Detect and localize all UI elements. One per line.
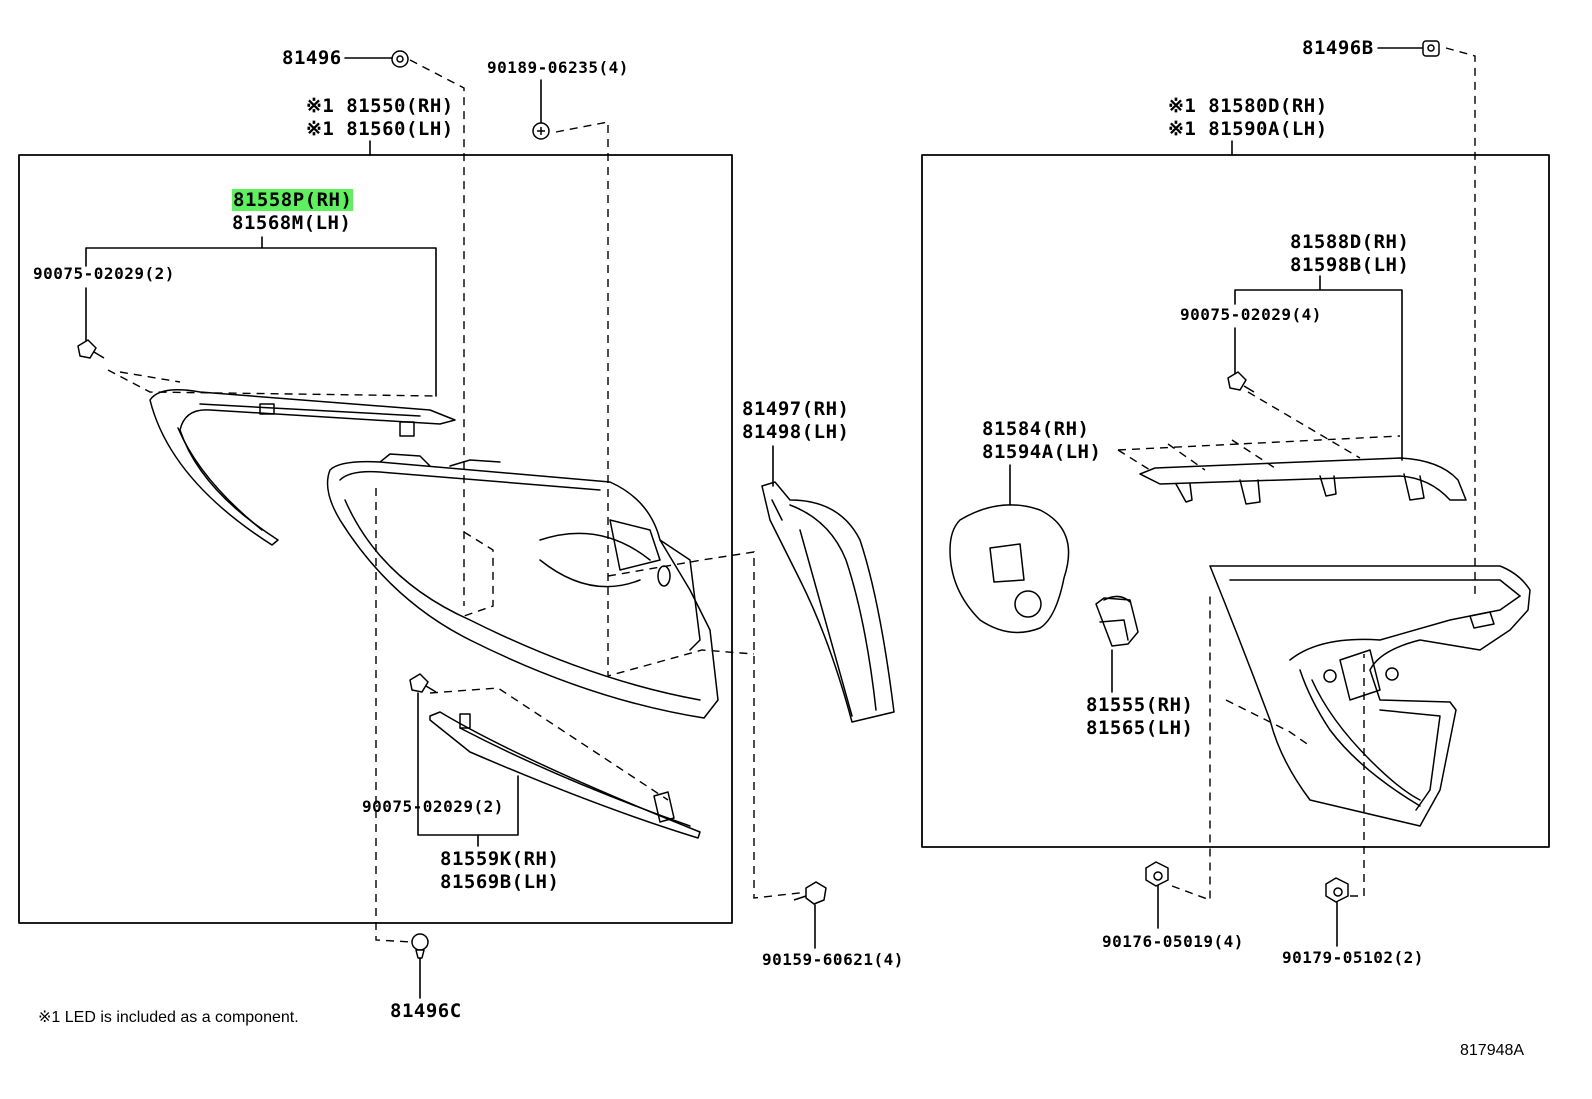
label-81588d-rh: 81588D(RH) [1290,231,1410,253]
label-81558p-rh: 81558P(RH) [232,189,354,211]
figure-id: 817948A [1460,1042,1525,1059]
footnote: ※1 LED is included as a component. [38,1009,299,1026]
label-90176-05019: 90176-05019(4) [1102,932,1244,951]
label-81496c: 81496C [390,1000,462,1022]
label-81555-rh: 81555(RH) [1086,694,1194,716]
label-81598b-lh: 81598B(LH) [1290,254,1410,276]
screw-90159-icon [793,881,827,905]
bracket-81558 [85,236,437,397]
right-lamp-part [1209,565,1531,827]
label-90075-lower: 90075-02029(2) [362,797,504,816]
label-90159-60621: 90159-60621(4) [762,950,904,969]
label-81568m-lh: 81568M(LH) [232,212,352,234]
gasket-part [761,481,895,723]
screw-90189-icon [532,122,550,140]
label-90179-05102: 90179-05102(2) [1282,948,1424,967]
label-90189-06235: 90189-06235(4) [487,58,629,77]
label-81569b-lh: 81569B(LH) [440,871,560,893]
lower-garnish-part [429,711,701,839]
label-90075-upper: 90075-02029(2) [33,264,175,283]
socket-part [1095,595,1139,647]
bracket-81588 [1234,275,1403,461]
label-90075-right: 90075-02029(4) [1180,305,1322,324]
bracket-81559 [417,692,519,847]
label-81497-rh: 81497(RH) [742,398,850,420]
label-81496: 81496 [282,47,342,69]
label-81550-rh: ※1 81550(RH) [306,95,454,117]
label-81560-lh: ※1 81560(LH) [306,118,454,140]
nut-90179-icon [1325,877,1349,903]
label-81496b: 81496B [1302,37,1374,59]
left-lamp-part [326,453,719,719]
label-81580d-rh: ※1 81580D(RH) [1168,95,1328,117]
screw-right-icon [1227,371,1255,393]
label-81498-lh: 81498(LH) [742,421,850,443]
right-assembly-frame [921,154,1550,848]
label-81559k-rh: 81559K(RH) [440,848,560,870]
clip-81496C-icon [411,933,429,959]
label-81594a-lh: 81594A(LH) [982,441,1102,463]
label-81590a-lh: ※1 81590A(LH) [1168,118,1328,140]
right-garnish-part [1139,457,1467,505]
label-81584-rh: 81584(RH) [982,418,1090,440]
highlighted-part-number: 81558P(RH) [232,189,354,211]
screw-upper-icon [77,339,105,359]
label-81565-lh: 81565(LH) [1086,717,1194,739]
screw-lower-icon [409,673,437,693]
cover-part [949,504,1070,634]
clip-81496-icon [391,50,409,68]
clip-81496B-icon [1422,40,1440,57]
nut-90176-icon [1145,861,1169,887]
upper-garnish-part [149,389,456,546]
